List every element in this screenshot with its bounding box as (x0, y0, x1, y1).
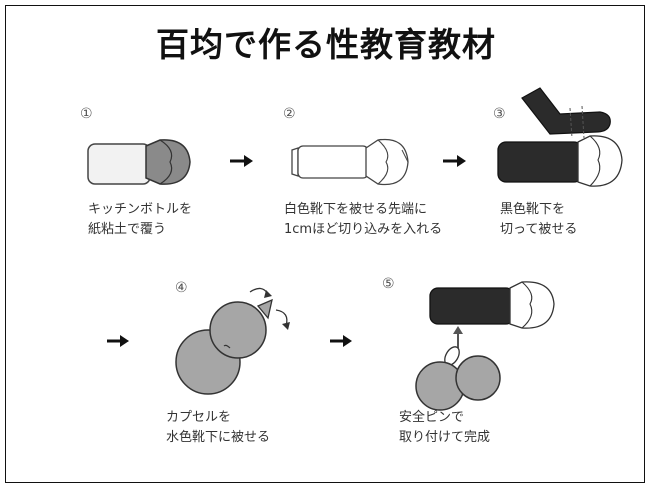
arrow-4-icon (330, 335, 352, 347)
slide-frame (5, 5, 645, 483)
step-1-bottle-illustration (87, 139, 191, 185)
arrow-3-icon (107, 335, 129, 347)
arrow-1-icon (230, 155, 253, 167)
step-3-number: ③ (493, 106, 506, 122)
step-1-caption: キッチンボトルを 紙粘土で覆う (88, 202, 193, 237)
step-4-capsule-illustration (175, 287, 290, 395)
step-5-number: ⑤ (382, 276, 395, 292)
step-3-black-sock-illustration (497, 87, 623, 187)
step-4-number: ④ (175, 280, 188, 296)
step-5-completed-illustration (415, 281, 555, 411)
step-3-caption: 黒色靴下を 切って被せる (500, 202, 578, 237)
step-2-number: ② (283, 106, 296, 122)
step-2-caption: 白色靴下を被せる先端に 1cmほど切り込みを入れる (284, 202, 443, 237)
step-2-white-sock-illustration (291, 138, 409, 186)
step-1-number: ① (80, 106, 93, 122)
slide-title: 百均で作る性教育教材 (156, 25, 496, 64)
arrow-2-icon (443, 155, 466, 167)
step-5-caption: 安全ピンで 取り付けて完成 (399, 410, 491, 445)
step-4-caption: カプセルを 水色靴下に被せる (166, 410, 271, 445)
